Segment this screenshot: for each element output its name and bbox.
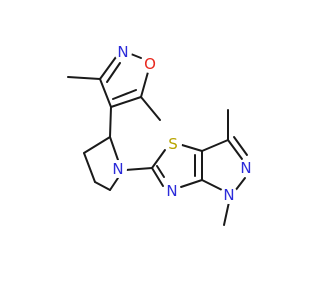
oxygen-label: O bbox=[144, 55, 156, 73]
bond-n-c2-double bbox=[156, 165, 165, 178]
bond-c2-c3 bbox=[83, 136, 111, 154]
bond-c3-c4 bbox=[83, 152, 96, 183]
bond-n2-n1 bbox=[234, 177, 246, 192]
bond-c3-n2-double bbox=[233, 136, 248, 156]
atom-labels-layer: N O N S N N N bbox=[109, 43, 255, 204]
nitrogen-label: N bbox=[240, 159, 251, 177]
bond-n-c2 bbox=[151, 167, 164, 187]
atom-isoxazole-nitrogen: N bbox=[114, 43, 132, 61]
bond-c7a-c3 bbox=[201, 139, 229, 152]
bond-c4-c3 bbox=[99, 78, 112, 108]
bond-c4-c5 bbox=[94, 181, 111, 191]
bond-c4-pyrrolidine bbox=[109, 106, 112, 138]
nitrogen-label: N bbox=[112, 160, 123, 178]
bond-c3a-n bbox=[180, 179, 203, 188]
bond-n-thiazole bbox=[125, 167, 153, 171]
atom-isoxazole-oxygen: O bbox=[141, 55, 159, 73]
bond-c3-methyl bbox=[67, 76, 101, 80]
bond-c5-n bbox=[109, 177, 119, 191]
bond-n-o bbox=[130, 53, 142, 59]
structure-canvas: N O N S N N N bbox=[67, 43, 255, 226]
bond-o-c5 bbox=[140, 71, 149, 98]
bond-c3-n-double bbox=[106, 62, 121, 83]
bond-c3-n2 bbox=[227, 139, 243, 160]
bond-n-c2 bbox=[109, 136, 119, 161]
bond-c2-s bbox=[151, 149, 166, 169]
nitrogen-label: N bbox=[223, 186, 234, 204]
nitrogen-label: N bbox=[117, 43, 128, 61]
molecule-structure: N O N S N N N bbox=[67, 43, 255, 226]
bond-c3-n bbox=[99, 56, 117, 80]
sulfur-label: S bbox=[168, 135, 178, 153]
atom-pyrrolidine-nitrogen: N bbox=[109, 160, 127, 178]
bond-n1-c3a bbox=[201, 179, 225, 192]
atom-pyrazole-nitrogen-top: N bbox=[237, 159, 255, 177]
bond-c5-c4 bbox=[110, 96, 142, 108]
bond-s-c7a bbox=[181, 144, 203, 152]
bond-c5-c4-double bbox=[112, 89, 137, 100]
bonds-layer bbox=[67, 53, 248, 226]
bond-c5-methyl bbox=[140, 96, 161, 121]
atom-pyrazole-nitrogen-methyl: N bbox=[220, 186, 238, 204]
atom-thiazole-nitrogen: N bbox=[163, 182, 181, 200]
atom-thiazole-sulfur: S bbox=[164, 135, 182, 153]
bond-n1-methyl bbox=[223, 201, 230, 226]
nitrogen-label: N bbox=[166, 182, 177, 200]
